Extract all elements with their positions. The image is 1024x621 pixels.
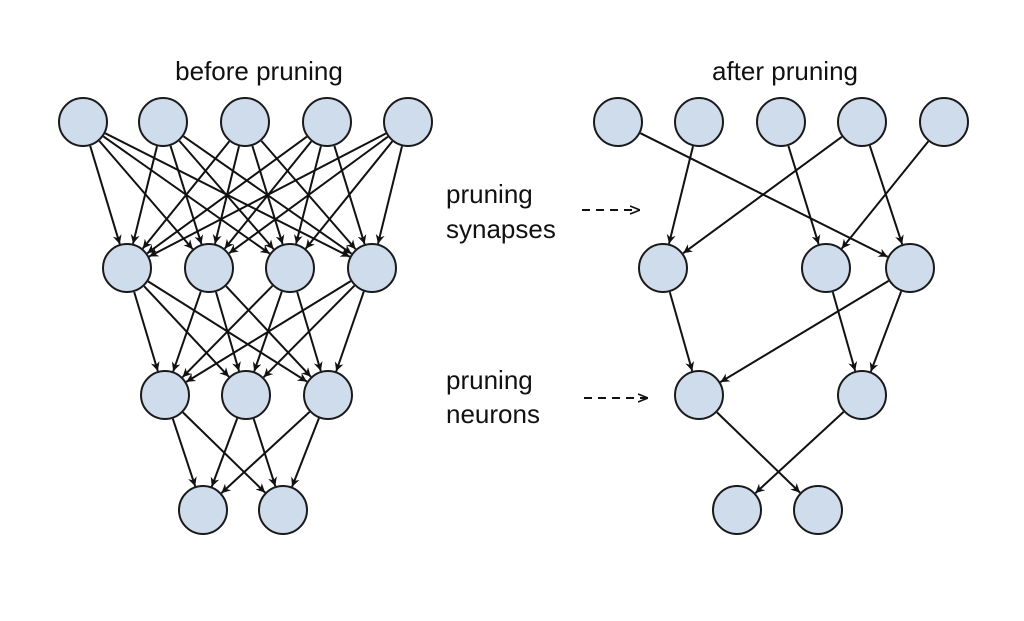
synapse-before-L0n4-L1n1 [228, 135, 389, 255]
neuron-after-layer0-2 [756, 97, 806, 147]
synapse-before-L2n0-L3n0 [171, 418, 197, 487]
synapse-before-L1n3-L2n2 [334, 291, 365, 372]
neuron-before-layer2-1 [221, 370, 271, 420]
neuron-after-layer1-2 [885, 243, 935, 293]
title-before: before pruning [175, 56, 343, 86]
synapse-before-L0n0-L1n0 [89, 145, 122, 245]
edges-after [639, 132, 930, 494]
neuron-after-layer0-1 [674, 97, 724, 147]
synapse-after-L2n1-L3n0 [754, 411, 845, 494]
synapse-before-L1n0-L2n0 [133, 291, 160, 372]
neuron-after-layer3-1 [793, 485, 843, 535]
neuron-before-layer1-3 [347, 243, 397, 293]
neurons-before [58, 97, 433, 535]
synapse-after-L0n4-L1n1 [840, 140, 930, 250]
neuron-before-layer2-0 [140, 370, 190, 420]
neuron-after-layer1-1 [801, 243, 851, 293]
neuron-after-layer0-0 [593, 97, 643, 147]
pruning-neurons-label-line2: neurons [446, 399, 540, 429]
neuron-before-layer1-1 [184, 243, 234, 293]
title-after: after pruning [712, 56, 858, 86]
neuron-after-layer0-3 [837, 97, 887, 147]
synapse-before-L2n1-L3n0 [210, 418, 239, 487]
neuron-before-layer0-1 [138, 97, 188, 147]
synapse-before-L0n3-L1n0 [146, 135, 308, 255]
pruning-synapses-label-line2: synapses [446, 214, 556, 244]
neuron-after-layer3-0 [712, 485, 762, 535]
neuron-after-layer2-1 [837, 370, 887, 420]
network-after [593, 97, 969, 535]
network-before [58, 97, 433, 535]
neurons-after [593, 97, 969, 535]
synapse-before-L0n4-L1n2 [304, 140, 394, 250]
synapse-after-L1n2-L2n1 [869, 291, 903, 372]
neuron-after-layer1-0 [638, 243, 688, 293]
pruning-neurons-annotation: pruning neurons [446, 365, 648, 429]
synapse-after-L0n3-L1n0 [682, 135, 843, 255]
neuron-before-layer0-4 [383, 97, 433, 147]
pruning-neurons-label-line1: pruning [446, 365, 533, 395]
synapse-before-L1n3-L2n0 [185, 280, 352, 383]
synapse-before-L0n2-L1n0 [141, 140, 231, 250]
synapse-before-L1n1-L2n0 [171, 291, 202, 372]
synapse-before-L0n4-L1n3 [375, 146, 403, 244]
neuron-before-layer3-1 [258, 485, 308, 535]
edges-before [89, 132, 403, 494]
pruning-synapses-annotation: pruning synapses [446, 179, 640, 244]
synapse-after-L0n1-L1n0 [666, 146, 694, 244]
neuron-before-layer0-0 [58, 97, 108, 147]
synapse-after-L2n0-L3n1 [716, 411, 801, 494]
synapse-before-L0n1-L1n0 [130, 146, 158, 244]
neuron-before-layer2-2 [303, 370, 353, 420]
synapse-before-L1n2-L2n0 [181, 285, 274, 378]
neuron-after-layer2-0 [674, 370, 724, 420]
neuron-before-layer3-0 [178, 485, 228, 535]
neuron-before-layer1-2 [265, 243, 315, 293]
synapse-before-L2n2-L3n0 [220, 411, 311, 494]
neuron-before-layer1-0 [102, 243, 152, 293]
synapse-before-L0n4-L1n0 [148, 132, 387, 258]
synapse-after-L1n2-L2n0 [719, 280, 890, 383]
neuron-after-layer0-4 [919, 97, 969, 147]
synapse-before-L2n2-L3n1 [291, 417, 320, 488]
neuron-before-layer0-3 [302, 97, 352, 147]
pruning-synapses-label-line1: pruning [446, 179, 533, 209]
synapse-after-L0n2-L1n1 [787, 145, 821, 245]
synapse-after-L1n0-L2n0 [668, 291, 695, 372]
synapse-after-L1n1-L2n1 [831, 291, 858, 372]
synapse-before-L1n3-L2n1 [262, 284, 356, 379]
neuron-before-layer0-2 [220, 97, 270, 147]
